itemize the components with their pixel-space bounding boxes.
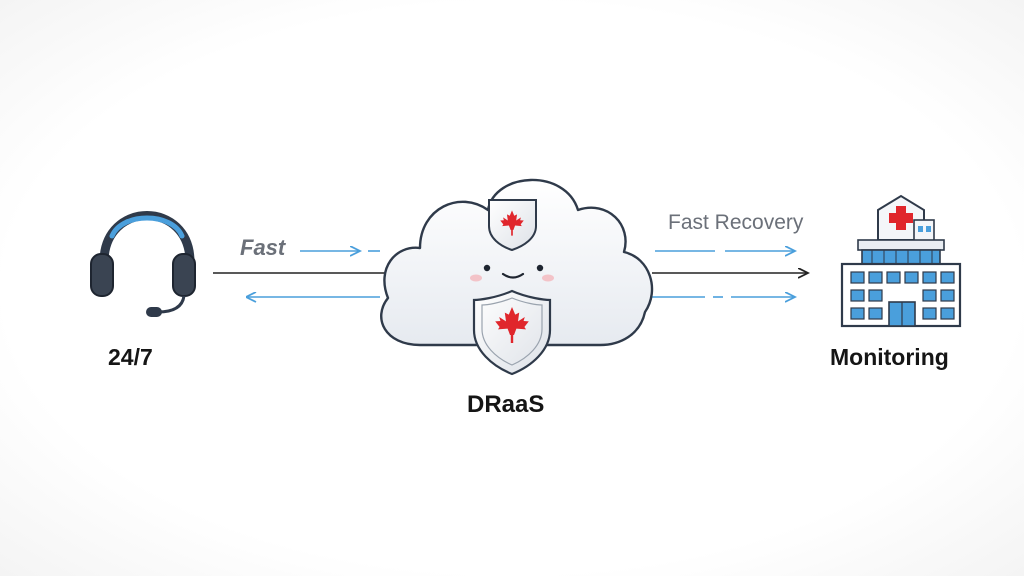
hospital-building-icon <box>840 194 962 328</box>
node-label-site: Monitoring <box>830 344 949 370</box>
node-label-cloud: DRaaS <box>467 391 545 418</box>
shield-icon-bottom <box>472 289 552 376</box>
edge-support-to-cloud <box>213 251 390 274</box>
node-label-support: 24/7 <box>108 344 153 370</box>
cloud-face <box>470 264 554 282</box>
edge-cloud-to-site <box>620 251 808 297</box>
cloud-icon <box>380 178 654 347</box>
edge-label-right: Fast Recovery <box>668 211 804 234</box>
shield-icon-top <box>488 199 537 252</box>
edge-label-left: Fast <box>240 235 286 260</box>
headset-icon <box>90 211 196 317</box>
